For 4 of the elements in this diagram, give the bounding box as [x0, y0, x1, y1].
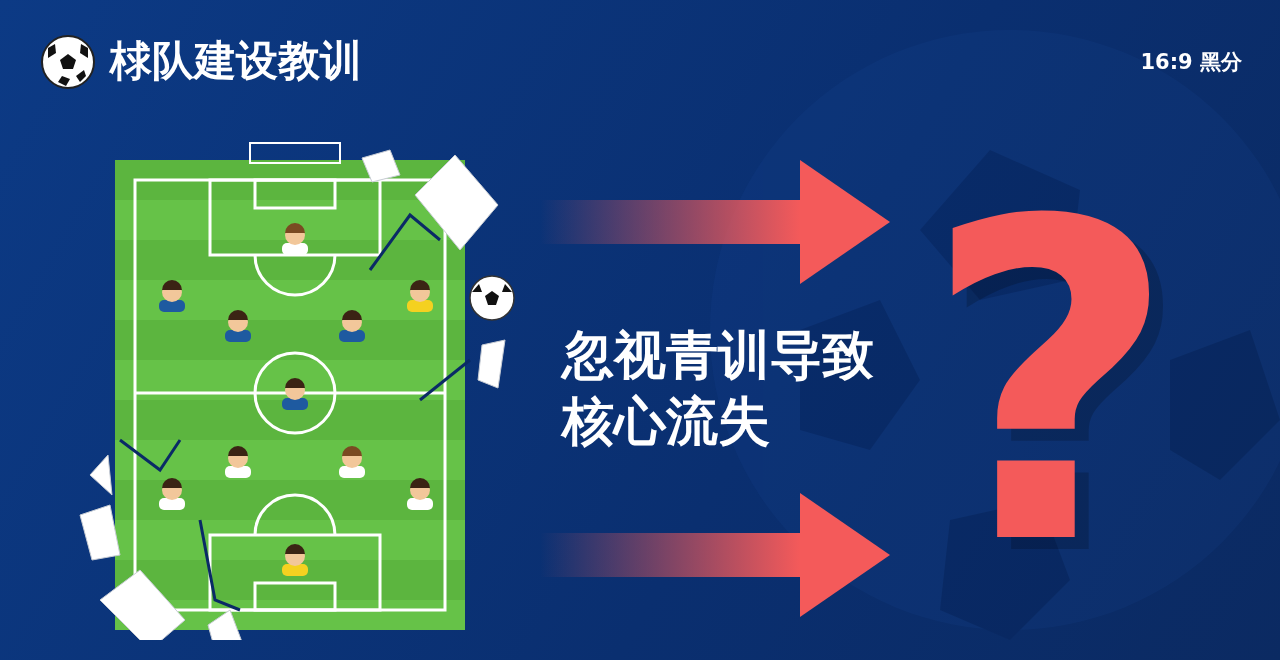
- question-mark: ?: [900, 150, 1200, 620]
- aspect-ratio-label: 16:9 黑分: [1140, 49, 1242, 76]
- title: 梂队建设教训: [110, 35, 362, 87]
- caption-text: 忽视青训导致核心流失: [562, 324, 875, 453]
